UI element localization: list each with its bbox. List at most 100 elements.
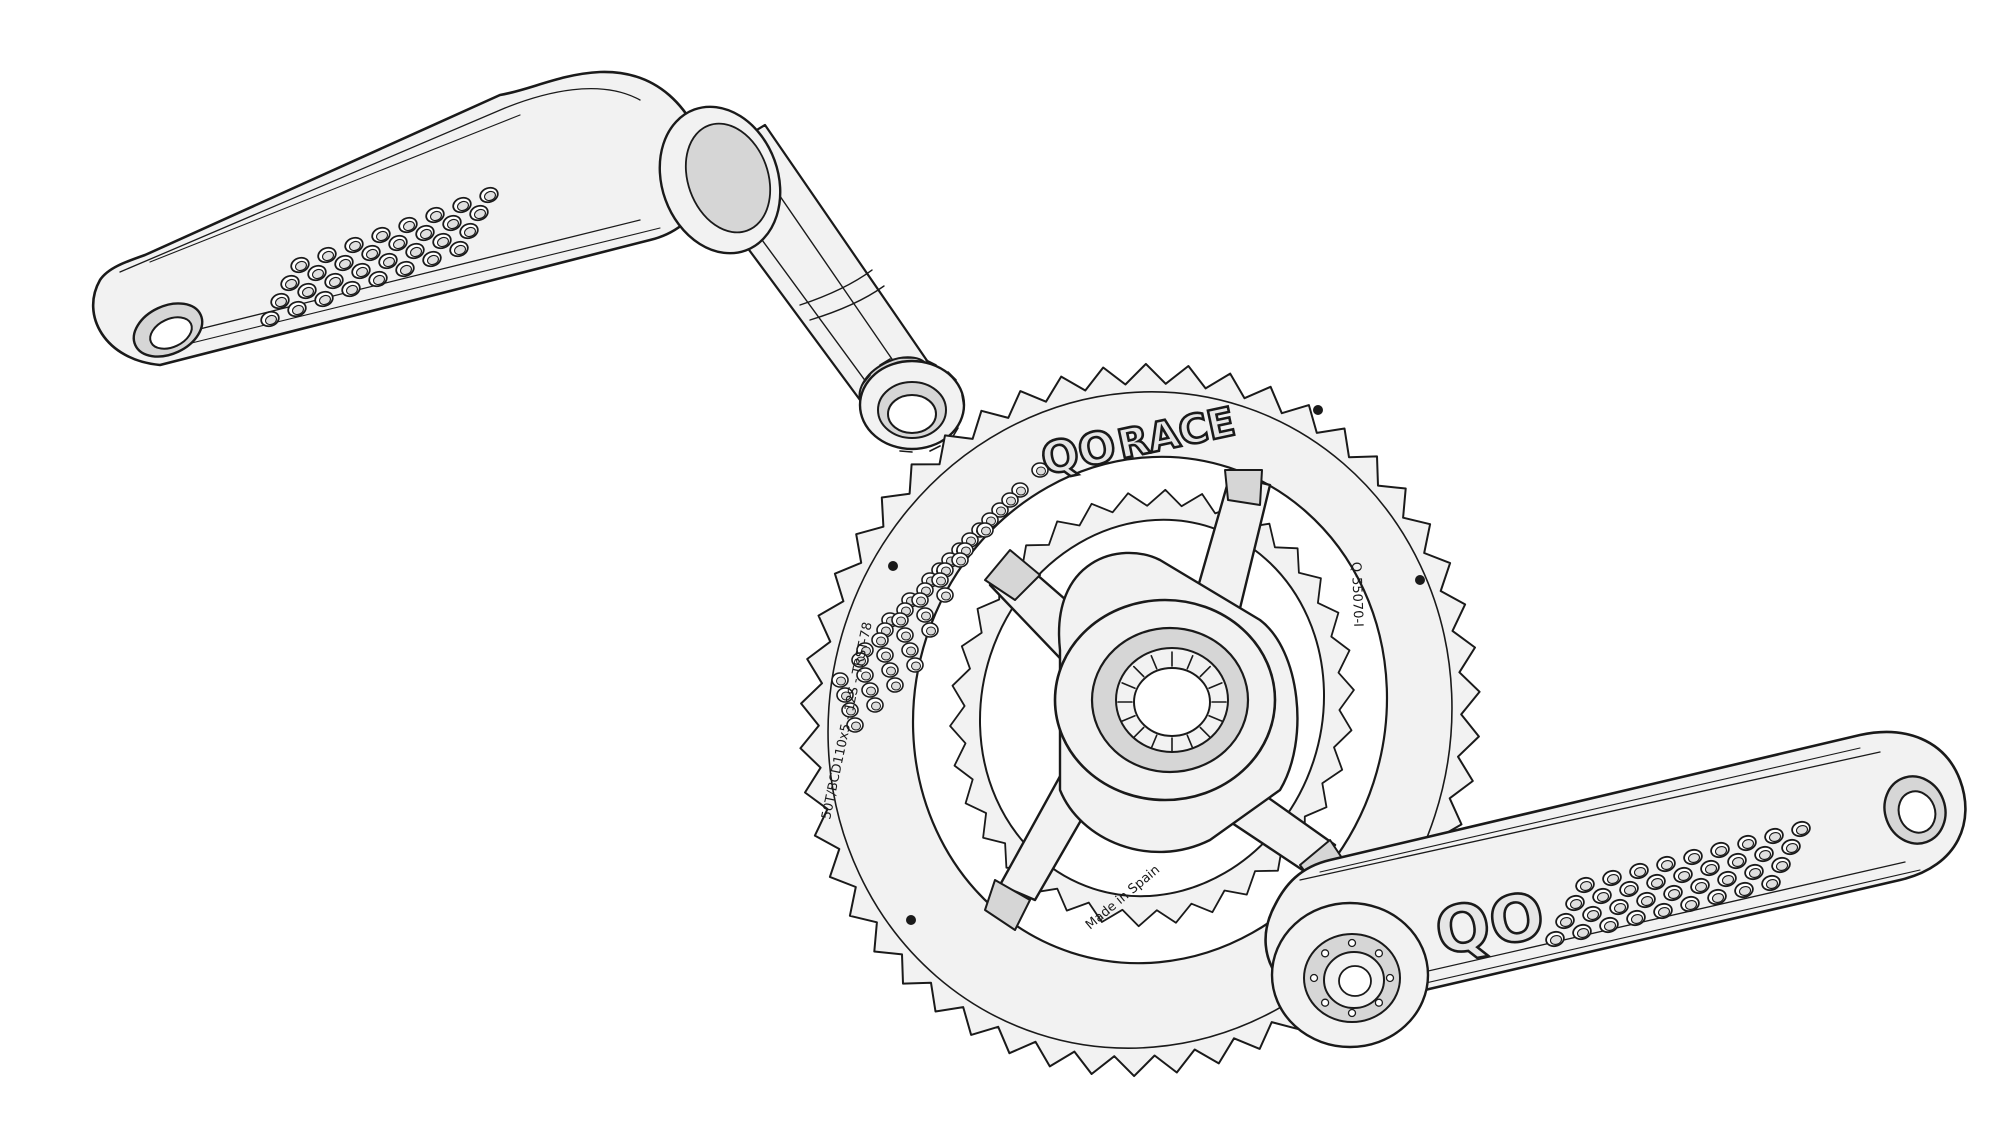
left-arm-hole-inner [346, 284, 358, 296]
chainring-hole [951, 552, 969, 568]
chainring-hole [1011, 482, 1029, 498]
left-arm-hole-inner [356, 266, 368, 278]
left-arm-hole [290, 256, 310, 274]
left-arm-hole-inner [410, 246, 422, 258]
chainring-hole [936, 587, 954, 603]
chainring-hole-inner [841, 691, 851, 701]
right-arm-hole [1582, 905, 1602, 923]
boss-bolt [1320, 949, 1330, 958]
left-arm-hole-pattern [260, 186, 499, 328]
left-arm-hole-inner [383, 256, 395, 268]
left-arm-hole [307, 264, 327, 282]
right-arm-hole-inner [1758, 850, 1772, 860]
right-arm-hole-inner [1576, 928, 1590, 938]
right-arm-hole [1565, 894, 1585, 912]
left-arm-hole-inner [464, 226, 476, 238]
left-arm-hole [314, 290, 334, 308]
arm-lockring [658, 105, 782, 255]
left-arm-hole [371, 226, 391, 244]
left-arm-hole [432, 232, 452, 250]
right-arm-hole [1781, 838, 1801, 856]
chainring-hole [901, 642, 919, 658]
chainring-hole-inner [911, 661, 921, 671]
right-arm-hole-inner [1714, 846, 1728, 856]
chainring-hole [841, 702, 859, 718]
chainring-hole-inner [1016, 486, 1026, 496]
right-arm-hole-inner [1606, 874, 1620, 884]
left-arm-hole [297, 282, 317, 300]
right-arm-hole [1636, 891, 1656, 909]
chainring-hole [856, 667, 874, 683]
right-arm-hole [1771, 856, 1791, 874]
chainring-hole-inner [906, 646, 916, 656]
right-arm-hole-inner [1633, 867, 1647, 877]
left-arm-hole [344, 236, 364, 254]
right-arm-hole-inner [1640, 896, 1654, 906]
left-arm-hole-inner [430, 210, 442, 222]
right-arm-hole [1609, 898, 1629, 916]
left-arm-hole-inner [322, 250, 334, 262]
left-arm-hole-inner [366, 248, 378, 260]
chainring-hole-inner [876, 636, 886, 646]
right-arm-hole [1656, 855, 1676, 873]
left-arm-hole-inner [420, 228, 432, 240]
left-arm-hole [334, 254, 354, 272]
left-arm-hole [388, 234, 408, 252]
right-arm-hole [1592, 887, 1612, 905]
right-arm-hole-inner [1579, 881, 1593, 891]
left-arm-hole [422, 250, 442, 268]
right-arm-hole [1545, 930, 1565, 948]
right-arm-hole [1791, 820, 1811, 838]
right-arm-hole [1646, 873, 1666, 891]
right-arm-hole [1734, 881, 1754, 899]
chainring-hole-inner [891, 681, 901, 691]
left-arm-hole [415, 224, 435, 242]
left-arm-hole [398, 216, 418, 234]
chainring-hole [916, 607, 934, 623]
right-arm-hole [1683, 848, 1703, 866]
right-arm-hole-inner [1765, 879, 1779, 889]
left-arm-hole [351, 262, 371, 280]
left-arm-hole-inner [403, 220, 415, 232]
hub-spline [1208, 714, 1223, 722]
chainring-hole [836, 687, 854, 703]
left-arm-hole-inner [329, 276, 341, 288]
chainring-hole-inner [866, 686, 876, 696]
right-arm-hole-inner [1657, 907, 1671, 917]
boss-bolt-circle [1309, 938, 1395, 1018]
right-arm-hole-inner [1748, 868, 1762, 878]
left-arm-hole-inner [285, 278, 297, 290]
left-crank-arm [91, 70, 966, 453]
center-hub [1053, 598, 1277, 802]
chainring-hole [866, 697, 884, 713]
chainring-hole [846, 717, 864, 733]
left-arm-hole [452, 196, 472, 214]
right-arm-hole-inner [1677, 871, 1691, 881]
right-arm-hole [1629, 862, 1649, 880]
part-code-label: Q-55070-I [1348, 562, 1365, 628]
chainring-hole-inner [901, 631, 911, 641]
left-arm-hole [378, 252, 398, 270]
left-arm-hole-inner [484, 190, 496, 202]
chainring-hole-inner [956, 556, 966, 566]
boss-bolt [1347, 1008, 1357, 1018]
right-arm-hole-inner [1623, 885, 1637, 895]
chainring-hole-inner [916, 596, 926, 606]
right-arm-hole-inner [1569, 899, 1583, 909]
chainring-hole [871, 632, 889, 648]
right-arm-hole [1572, 923, 1592, 941]
right-arm-hole [1663, 884, 1683, 902]
chainring-hole-inner [871, 701, 881, 711]
left-arm-hole [368, 270, 388, 288]
right-arm-hole [1737, 834, 1757, 852]
chainring-hole-inner [926, 626, 936, 636]
left-arm-hole-inner [393, 238, 405, 250]
chainring-hole [906, 657, 924, 673]
chainring-hole [831, 672, 849, 688]
hub-spline [1133, 665, 1145, 678]
left-arm-hole [280, 274, 300, 292]
chainring-hole-inner [886, 666, 896, 676]
chainring-hole [1001, 492, 1019, 508]
